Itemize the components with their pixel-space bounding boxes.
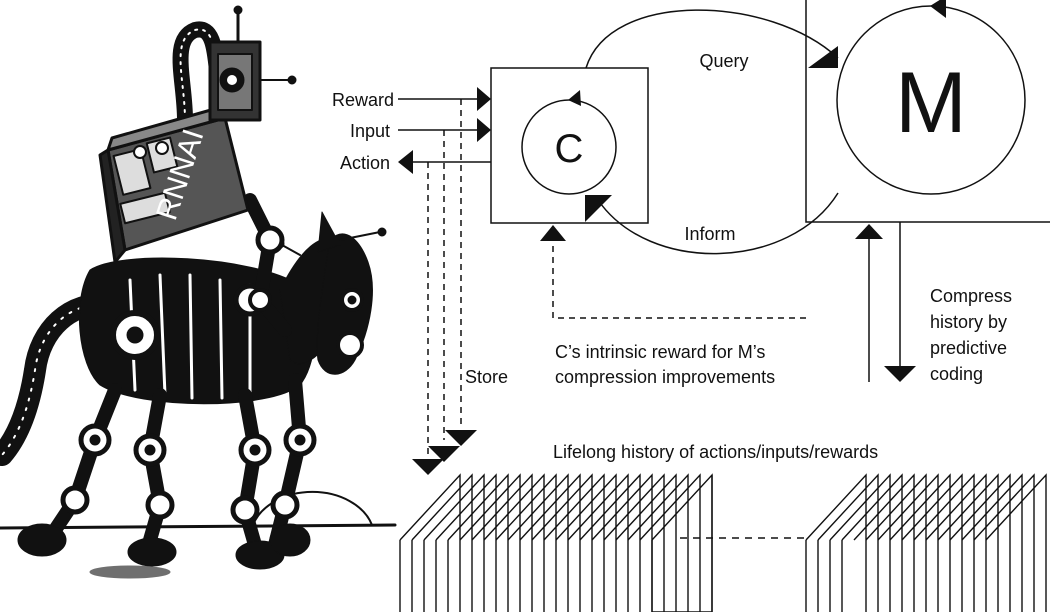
compress-label-line1: Compress (930, 286, 1012, 306)
controller-label: C (555, 127, 584, 171)
compress-label-line4: coding (930, 364, 983, 384)
query-arc (585, 9, 839, 69)
action-label: Action (340, 153, 390, 173)
robot-camera-head (208, 5, 297, 122)
reward-label: Reward (332, 90, 394, 110)
horse-ear (317, 211, 341, 253)
controller-box (490, 67, 649, 224)
robot-horse-illustration: RNNAI (0, 5, 397, 579)
reward-arrowhead-icon (477, 87, 491, 111)
store-arrowheads-icon (412, 430, 477, 475)
inform-arrowhead-icon (585, 195, 612, 222)
compress-label-line3: predictive (930, 338, 1007, 358)
model-box (805, 0, 1050, 223)
model-label: M (895, 55, 967, 151)
model-loop-arrow-icon (930, 0, 946, 18)
robot-leg (243, 193, 292, 337)
horse-hooves (17, 523, 311, 570)
ground-line (0, 523, 397, 530)
query-arrowhead-icon (808, 46, 838, 68)
m-up-arrowhead-icon (855, 224, 883, 239)
history-stack-left (399, 473, 713, 612)
intrinsic-reward-label-line1: C’s intrinsic reward for M’s (555, 342, 765, 362)
inform-arc (597, 192, 839, 255)
horse-legs (48, 373, 307, 552)
intrinsic-reward-label-line2: compression improvements (555, 367, 775, 387)
action-arrowhead-icon (398, 150, 413, 174)
schematic (398, 0, 1050, 612)
compress-label-line2: history by (930, 312, 1007, 332)
intrinsic-reward-dashed-path (552, 238, 806, 319)
compress-arrowhead-icon (884, 366, 916, 382)
robot-box (98, 102, 250, 264)
ground-half-circle (252, 490, 373, 526)
input-arrowhead-icon (477, 118, 491, 142)
history-label: Lifelong history of actions/inputs/rewar… (553, 442, 878, 462)
query-label: Query (699, 51, 748, 71)
controller-loop-arrow-icon (568, 90, 581, 106)
store-label: Store (465, 367, 508, 387)
intrinsic-reward-arrowhead-icon (540, 225, 566, 241)
input-label: Input (350, 121, 390, 141)
labels: Reward Input Action C M Query Inform Sto… (332, 51, 1012, 462)
store-dashed-lines (427, 99, 462, 455)
inform-label: Inform (684, 224, 735, 244)
history-stack-right (805, 473, 1047, 612)
